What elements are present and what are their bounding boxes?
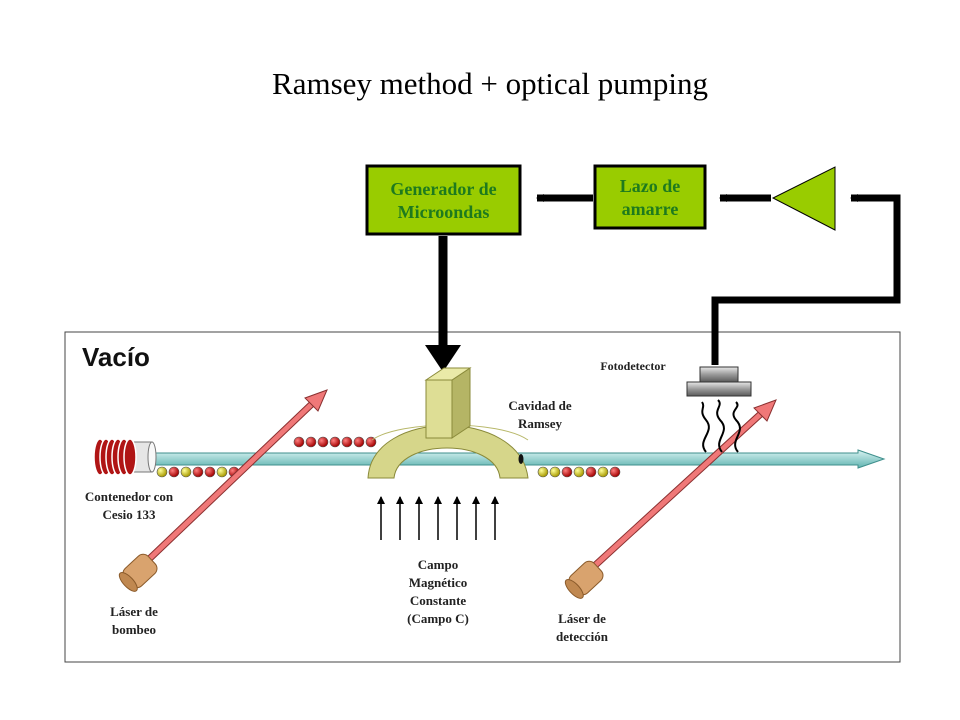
pump-laser (118, 389, 328, 592)
magnetic-field-label-line3: Constante (409, 593, 467, 608)
lock-loop-label: Lazo de amarre (595, 175, 705, 221)
photodetector (686, 366, 752, 397)
magnetic-field-label: Campo Magnético Constante (Campo C) (378, 556, 498, 628)
atoms-right (537, 466, 621, 478)
container-label: Contenedor con Cesio 133 (64, 488, 194, 524)
amplifier-triangle (771, 166, 836, 231)
magnetic-field-label-line4: (Campo C) (407, 611, 469, 626)
detection-laser-label: Láser de detección (532, 610, 632, 646)
pump-laser-label-line2: bombeo (111, 622, 157, 637)
pump-laser-label-line1: Láser de (110, 604, 158, 619)
detection-laser-label-line1: Láser de (558, 611, 606, 626)
atoms-left (156, 466, 240, 478)
magnetic-field-label-line2: Magnético (408, 575, 468, 590)
container-label-line1: Contenedor con (84, 489, 174, 504)
c-field-arrows (377, 496, 499, 540)
cavity-label: Cavidad de Ramsey (490, 397, 590, 433)
feedback-wire (711, 194, 901, 365)
cavity-label-line1: Cavidad de (508, 398, 572, 413)
generator-label-line2: Microondas (397, 202, 490, 222)
ramsey-cavity (367, 367, 529, 479)
diagram-title: Ramsey method + optical pumping (272, 66, 708, 101)
generator-label-line1: Generador de (390, 179, 497, 199)
microwave-generator-box (365, 164, 522, 236)
atoms-middle (293, 436, 377, 448)
vacuum-chamber (64, 331, 901, 663)
vacuum-label: Vacío (82, 342, 150, 372)
container-label-line2: Cesio 133 (102, 507, 156, 522)
pump-laser-label: Láser de bombeo (84, 603, 184, 639)
cesium-container (93, 438, 157, 476)
lock-loop-label-line1: Lazo de (619, 176, 681, 196)
cavity-label-line2: Ramsey (517, 416, 563, 431)
generator-to-cavity-arrowhead (425, 345, 461, 372)
photodetector-label: Fotodetector (600, 359, 666, 373)
detection-laser-label-line2: detección (556, 629, 608, 644)
magnetic-field-label-line1: Campo (417, 557, 459, 572)
lock-loop-label-line2: amarre (621, 199, 679, 219)
fluorescence-photons (701, 399, 741, 453)
lock-loop-box (593, 164, 707, 230)
generator-label: Generador de Microondas (367, 178, 520, 224)
detection-laser (564, 399, 777, 599)
